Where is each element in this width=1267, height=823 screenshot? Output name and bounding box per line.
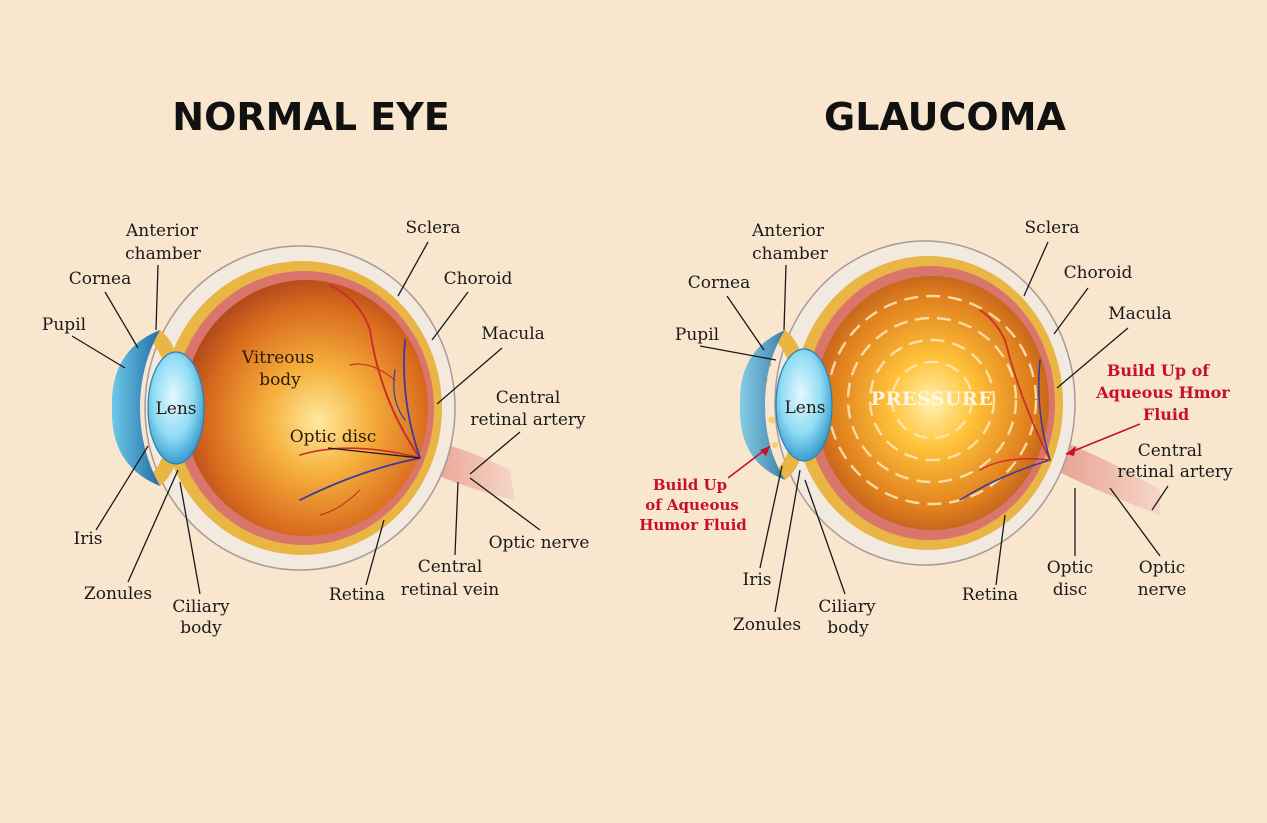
glaucoma-retinal-vessels	[959, 309, 1051, 501]
glaucoma-label-ciliary-2: body	[827, 618, 869, 638]
glaucoma-label-buildup-right-2: Aqueous Hmor	[1095, 383, 1230, 402]
normal-label-cornea: Cornea	[69, 269, 132, 289]
glaucoma-label-optic-nerve-1: Optic	[1139, 558, 1186, 578]
glaucoma-label-macula: Macula	[1108, 304, 1172, 324]
glaucoma-label-pupil: Pupil	[675, 325, 719, 345]
pressure-rings	[826, 294, 1038, 506]
pressure-label: PRESSURE	[871, 388, 993, 410]
glaucoma-optic-nerve	[1055, 440, 1160, 515]
normal-label-lens: Lens	[155, 399, 196, 419]
glaucoma-label-choroid: Choroid	[1064, 263, 1133, 283]
glaucoma-label-buildup-right-1: Build Up of	[1107, 361, 1210, 380]
normal-label-anterior-chamber-2: chamber	[125, 244, 202, 264]
normal-label-anterior-chamber-1: Anterior	[125, 221, 199, 241]
glaucoma-title: GLAUCOMA	[824, 95, 1067, 139]
normal-label-ciliary-2: body	[180, 618, 222, 638]
normal-label-iris: Iris	[73, 529, 102, 549]
glaucoma-vitreous-body	[815, 276, 1049, 530]
normal-label-choroid: Choroid	[444, 269, 513, 289]
normal-eye-title: NORMAL EYE	[172, 95, 449, 139]
glaucoma-label-iris: Iris	[742, 570, 771, 590]
glaucoma-label-central-artery-2: retinal artery	[1117, 462, 1233, 482]
normal-lens	[147, 351, 205, 465]
normal-label-vitreous-1: Vitreous	[241, 348, 314, 368]
glaucoma-label-retina: Retina	[962, 585, 1018, 605]
glaucoma-label-buildup-left-1: Build Up	[653, 476, 727, 494]
glaucoma-label-optic-disc-1: Optic	[1047, 558, 1094, 578]
normal-label-central-vein-1: Central	[418, 557, 483, 577]
normal-label-optic-nerve: Optic nerve	[489, 533, 590, 553]
normal-label-sclera: Sclera	[406, 218, 461, 238]
normal-retinal-vessels	[299, 284, 421, 516]
glaucoma-label-anterior-chamber-2: chamber	[752, 244, 829, 264]
normal-label-macula: Macula	[481, 324, 545, 344]
glaucoma-label-cornea: Cornea	[688, 273, 751, 293]
normal-label-vitreous-2: body	[259, 370, 301, 390]
normal-label-central-artery-2: retinal artery	[470, 410, 586, 430]
glaucoma-label-buildup-left-3: Humor Fluid	[639, 516, 747, 534]
glaucoma-label-buildup-left-2: of Aqueous	[645, 496, 739, 514]
normal-label-central-vein-2: retinal vein	[401, 580, 499, 600]
glaucoma-eye-illustration	[739, 240, 1160, 566]
normal-label-retina: Retina	[329, 585, 385, 605]
normal-label-optic-disc: Optic disc	[290, 427, 377, 447]
glaucoma-cornea	[739, 330, 785, 480]
glaucoma-lens	[775, 348, 833, 462]
glaucoma-label-anterior-chamber-1: Anterior	[751, 221, 825, 241]
glaucoma-label-ciliary-1: Ciliary	[818, 597, 876, 617]
normal-label-zonules: Zonules	[84, 584, 152, 604]
glaucoma-label-buildup-right-3: Fluid	[1143, 405, 1189, 424]
normal-eye-illustration	[111, 245, 515, 571]
glaucoma-label-optic-nerve-2: nerve	[1138, 580, 1187, 600]
glaucoma-label-zonules: Zonules	[733, 615, 801, 635]
normal-label-pupil: Pupil	[42, 315, 86, 335]
normal-cornea	[111, 330, 160, 486]
normal-label-central-artery-1: Central	[496, 388, 561, 408]
glaucoma-label-sclera: Sclera	[1025, 218, 1080, 238]
glaucoma-label-lens: Lens	[784, 398, 825, 418]
normal-label-ciliary-1: Ciliary	[172, 597, 230, 617]
glaucoma-label-optic-disc-2: disc	[1053, 580, 1088, 600]
glaucoma-label-central-artery-1: Central	[1138, 441, 1203, 461]
